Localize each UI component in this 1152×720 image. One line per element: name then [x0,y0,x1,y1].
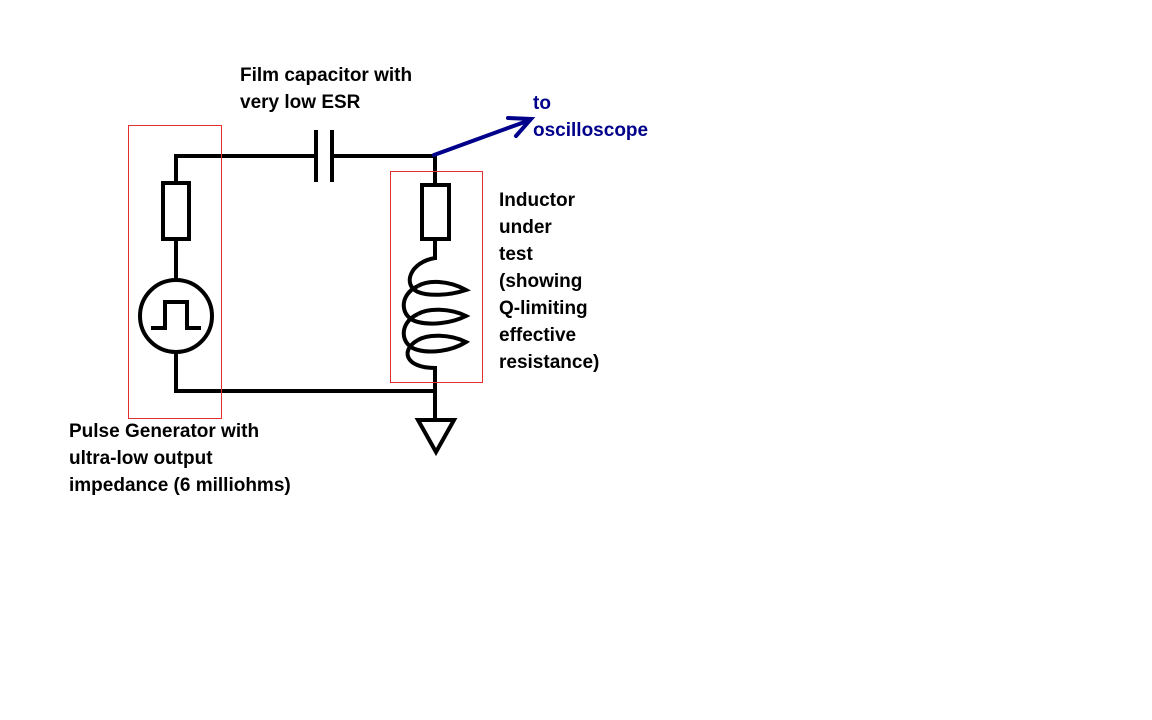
generator-resistor [161,181,191,241]
pulse-source-symbol [138,278,214,354]
capacitor-label: Film capacitor with very low ESR [240,62,412,116]
oscilloscope-label-line: oscilloscope [533,120,649,141]
inductor-highlight-box [390,171,483,383]
inductor-label-line: test [499,244,533,265]
capacitor-label-line: Film capacitor with [240,65,413,86]
circuit-wires [174,154,437,422]
oscilloscope-label: to oscilloscope [533,90,648,144]
pulse-generator-label: Pulse Generator with ultra-low output im… [69,418,291,499]
pulse-generator-label-line: ultra-low output [69,448,213,469]
inductor-resistor [420,183,451,241]
pulse-generator-label-line: Pulse Generator with [69,421,260,442]
capacitor-label-line: very low ESR [240,92,361,113]
inductor-coil-symbol [401,256,471,370]
inductor-label-line: Inductor [499,190,575,211]
inductor-label-line: resistance) [499,352,600,373]
oscilloscope-label-line: to [533,93,551,114]
oscilloscope-probe-arrow [432,116,536,157]
pulse-generator-label-line: impedance (6 milliohms) [69,475,291,496]
inductor-label: Inductor under test (showing Q-limiting … [499,187,599,376]
ground-symbol [414,418,458,457]
capacitor-symbol [314,130,334,182]
inductor-label-line: Q-limiting [499,298,588,319]
pulse-generator-highlight-box [128,125,222,419]
inductor-label-line: effective [499,325,577,346]
inductor-label-line: (showing [499,271,583,292]
inductor-label-line: under [499,217,552,238]
